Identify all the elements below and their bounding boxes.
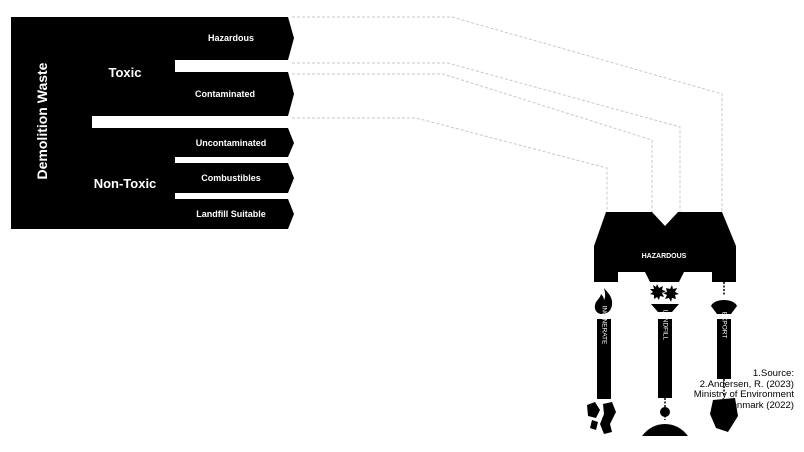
- source-line-1: 1.Source:: [752, 368, 794, 379]
- export-label: EXPORT: [721, 312, 728, 339]
- root-label: Demolition Waste: [34, 62, 50, 179]
- category-landfill-suitable-label: Landfill Suitable: [196, 209, 266, 219]
- category-spine: [11, 17, 92, 229]
- source-line-3: Ministry of Environment: [693, 389, 794, 401]
- flow-line-toxic: [292, 62, 681, 212]
- toxic-group-label: Toxic: [109, 65, 142, 80]
- spiky-ball-icon: [650, 284, 679, 302]
- category-contaminated-label: Contaminated: [195, 89, 255, 99]
- incinerate-column: [597, 319, 611, 399]
- non-toxic-section: [91, 128, 294, 229]
- export-column: [717, 319, 731, 379]
- hazardous-hopper: HAZARDOUS: [594, 212, 736, 282]
- source-line-4: Denmark (2022): [724, 399, 794, 411]
- non-toxic-group-label: Non-Toxic: [94, 176, 157, 191]
- source-line-2: 2.Andersen, R. (2023): [699, 378, 794, 390]
- output-landfill: LANDFILL: [642, 284, 688, 436]
- export-block-icon: [710, 398, 738, 432]
- heap-icon: [711, 300, 737, 306]
- rubble-icon: [587, 402, 616, 434]
- toxic-section: [91, 17, 294, 116]
- landfill-drop: [660, 407, 670, 417]
- flow-line-contaminated: [292, 73, 653, 212]
- landfill-column: [658, 319, 672, 398]
- output-incinerate: INCINERATE: [587, 288, 616, 434]
- flow-lines: [292, 16, 723, 212]
- flow-line-uncontaminated: [292, 117, 608, 212]
- landfill-cup: [651, 304, 679, 312]
- category-block: Demolition Waste Toxic Non-Toxic Hazardo…: [11, 17, 294, 229]
- output-export: EXPORT: [710, 282, 738, 432]
- flame-icon: [594, 288, 613, 314]
- source-notes: 1.Source: 2.Andersen, R. (2023) Ministry…: [693, 368, 794, 411]
- incinerate-label: INCINERATE: [601, 306, 608, 346]
- landfill-label: LANDFILL: [662, 310, 669, 341]
- flow-line-hazardous: [292, 16, 723, 212]
- landfill-heap: [642, 424, 688, 436]
- hopper-body: [594, 212, 736, 282]
- export-cup: [711, 306, 737, 314]
- category-hazardous-label: Hazardous: [208, 33, 254, 43]
- category-uncontaminated-label: Uncontaminated: [196, 138, 267, 148]
- category-combustibles-label: Combustibles: [201, 173, 261, 183]
- hopper-label: HAZARDOUS: [642, 253, 687, 260]
